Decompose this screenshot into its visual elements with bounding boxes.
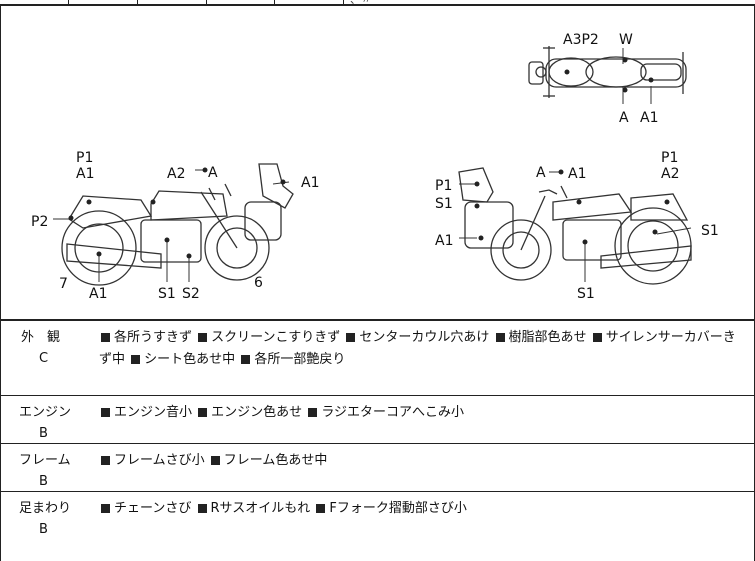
label-s1-right-muffler: S1 xyxy=(701,223,719,239)
top-table-strip: 、〃 xyxy=(0,0,755,6)
category-label: フレーム xyxy=(19,453,71,468)
condition-item: Fフォーク摺動部さび小 xyxy=(329,501,467,516)
label-s1-right-bottom: S1 xyxy=(577,286,595,302)
label-a-top: A xyxy=(619,110,629,126)
label-s1-right-top: S1 xyxy=(435,196,453,212)
label-a2-left: A2 xyxy=(167,166,185,182)
condition-list: フレームさび小 フレーム色あせ中 xyxy=(99,450,748,472)
label-a1-top: A1 xyxy=(640,110,658,126)
condition-item: フレーム色あせ中 xyxy=(223,453,328,468)
condition-list: チェーンさび Rサスオイルもれ Fフォーク摺動部さび小 xyxy=(99,498,748,520)
motorcycle-top-view xyxy=(528,46,687,98)
condition-item: ラジエターコアへこみ小 xyxy=(321,405,465,420)
row-suspension: 足まわり B チェーンさび Rサスオイルもれ Fフォーク摺動部さび小 xyxy=(0,492,755,561)
label-p1-right-tail: P1 xyxy=(661,150,678,166)
label-w: W xyxy=(619,32,633,48)
category-label: 外 観 xyxy=(21,330,61,345)
label-a1-left-screen: A1 xyxy=(301,175,319,191)
condition-item: 樹脂部色あせ xyxy=(508,330,587,345)
label-s2-left: S2 xyxy=(182,286,200,302)
row-header: 外 観 C xyxy=(1,327,89,369)
condition-item: サイレンサーカバーきず中 xyxy=(99,330,736,367)
label-a2-right: A2 xyxy=(661,166,679,182)
condition-item: スクリーンこすりきず xyxy=(211,330,341,345)
label-a-left: A xyxy=(208,165,218,181)
label-p2-left: P2 xyxy=(31,214,48,230)
table-divider xyxy=(206,0,207,6)
grade-label: C xyxy=(39,351,49,366)
condition-item: エンジン色あせ xyxy=(211,405,303,420)
row-exterior: 外 観 C 各所うすきず スクリーンこすりきず センターカウル穴あけ 樹脂部色あ… xyxy=(0,321,755,396)
label-a3p2: A3P2 xyxy=(563,32,599,48)
condition-item: Rサスオイルもれ xyxy=(210,501,311,516)
condition-list: エンジン音小 エンジン色あせ ラジエターコアへこみ小 xyxy=(99,402,748,424)
condition-item: センターカウル穴あけ xyxy=(359,330,490,345)
row-engine: エンジン B エンジン音小 エンジン色あせ ラジエターコアへこみ小 xyxy=(0,396,755,444)
category-label: 足まわり xyxy=(19,501,72,516)
category-label: エンジン xyxy=(19,405,72,420)
label-a1-right-tank: A1 xyxy=(568,166,586,182)
label-7: 7 xyxy=(59,276,68,292)
label-p1-left: P1 xyxy=(76,150,93,166)
label-a-right: A xyxy=(536,165,546,181)
label-a1-left-bottom: A1 xyxy=(89,286,107,302)
label-s1-left: S1 xyxy=(158,286,176,302)
condition-table: 外 観 C 各所うすきず スクリーンこすりきず センターカウル穴あけ 樹脂部色あ… xyxy=(0,321,755,561)
damage-diagram: A3P2 W A A1 P1 A1 P2 A2 A A1 7 A1 S1 S2 … xyxy=(0,6,755,321)
condition-item: 各所うすきず xyxy=(114,330,193,345)
label-a1-right-cowl: A1 xyxy=(435,233,453,249)
table-divider xyxy=(274,0,275,6)
table-divider xyxy=(137,0,138,6)
label-p1-right: P1 xyxy=(435,178,452,194)
motorcycle-left-view xyxy=(61,163,294,286)
motorcycle-right-view xyxy=(458,167,692,285)
grade-label: B xyxy=(39,426,48,441)
cut-off-text: 、〃 xyxy=(350,0,372,7)
condition-item: シート色あせ中 xyxy=(144,352,236,367)
table-divider xyxy=(343,0,344,6)
table-divider xyxy=(68,0,69,6)
row-frame: フレーム B フレームさび小 フレーム色あせ中 xyxy=(0,444,755,492)
condition-list: 各所うすきず スクリーンこすりきず センターカウル穴あけ 樹脂部色あせ サイレン… xyxy=(99,327,748,371)
row-header: フレーム B xyxy=(1,450,89,492)
condition-item: フレームさび小 xyxy=(114,453,205,468)
condition-item: エンジン音小 xyxy=(114,405,193,420)
motorcycle-diagram-svg: A3P2 W A A1 P1 A1 P2 A2 A A1 7 A1 S1 S2 … xyxy=(31,32,719,302)
label-a1-left-top: A1 xyxy=(76,166,94,182)
row-header: 足まわり B xyxy=(1,498,89,540)
condition-item: 各所一部艶戻り xyxy=(254,352,346,367)
grade-label: B xyxy=(39,522,48,537)
row-header: エンジン B xyxy=(1,402,89,444)
grade-label: B xyxy=(39,474,48,489)
label-6: 6 xyxy=(254,275,263,291)
condition-item: チェーンさび xyxy=(114,501,192,516)
